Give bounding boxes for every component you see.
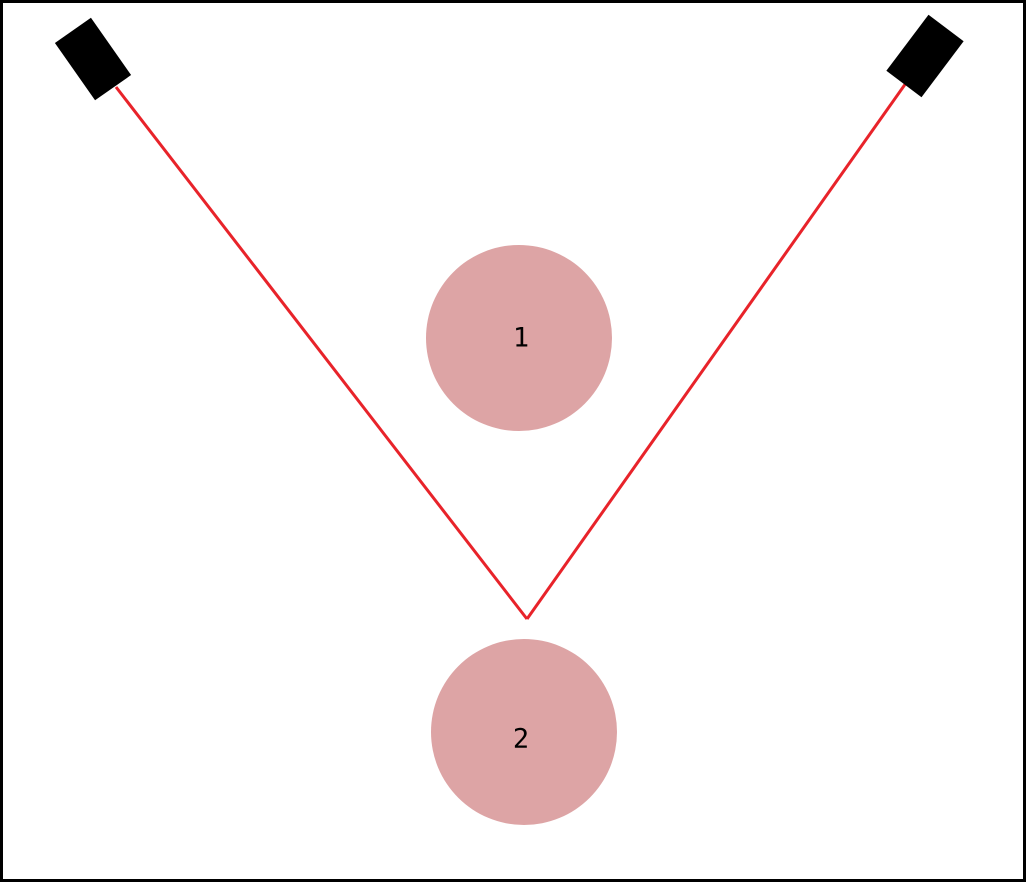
beam-left [114, 86, 529, 620]
object-1-circle [426, 245, 612, 431]
sensors [54, 14, 964, 101]
object-2-label: 2 [513, 724, 529, 755]
beams [114, 82, 908, 620]
object-2-circle [431, 639, 617, 825]
object-1-label: 1 [513, 323, 529, 354]
beam-right [525, 82, 908, 620]
object-1: 1 [426, 245, 612, 431]
sensor-right-icon [886, 14, 964, 98]
sensor-left-icon [54, 17, 132, 101]
object-2: 2 [431, 639, 617, 825]
